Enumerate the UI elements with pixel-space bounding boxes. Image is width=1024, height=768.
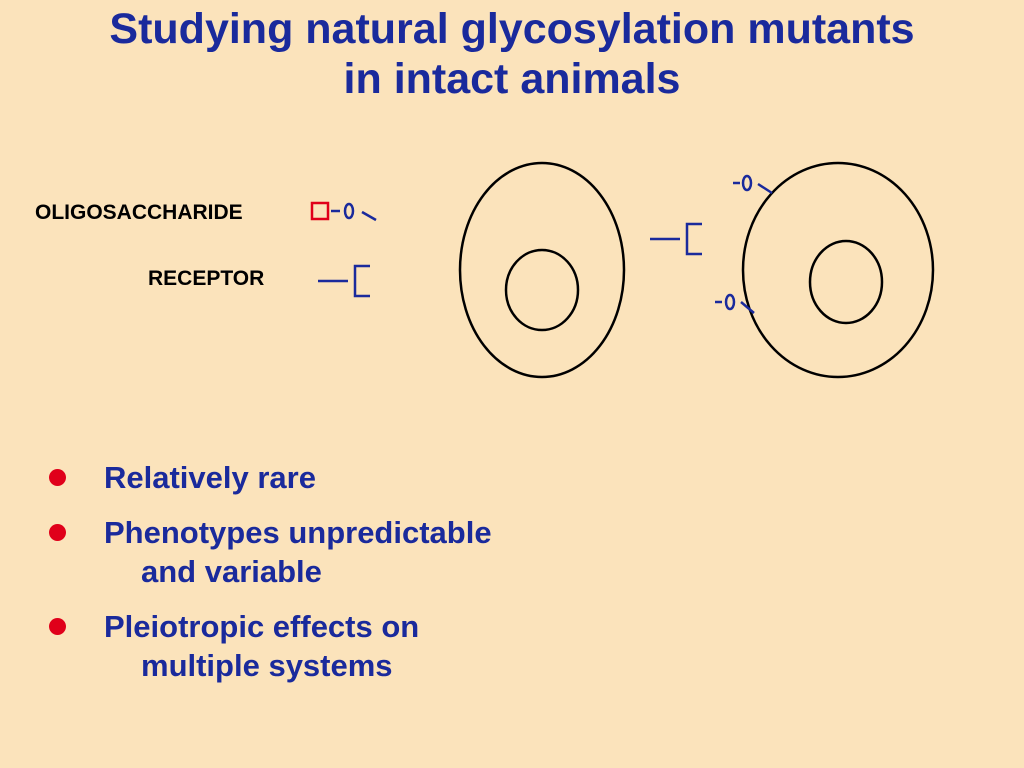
bullet-text-line-1: Pleiotropic effects on: [104, 609, 420, 644]
bullet-item: Pleiotropic effects on multiple systems: [44, 607, 492, 685]
receptor-label: RECEPTOR: [148, 267, 265, 290]
right-nucleus: [808, 239, 884, 325]
left-cell: [458, 161, 702, 379]
bullet-item: Relatively rare: [44, 458, 492, 497]
bullet-text-line-1: Relatively rare: [104, 460, 316, 495]
oligosaccharide-legend-glyph: [310, 201, 377, 222]
bullet-dot-icon: [49, 524, 66, 541]
receptor-glyph: [650, 222, 702, 256]
bullet-dot-icon: [49, 618, 66, 635]
bullet-text-line-2: multiple systems: [141, 648, 393, 683]
bullet-list: Relatively rare Phenotypes unpredictable…: [44, 458, 492, 701]
receptor-legend-glyph: [318, 264, 370, 298]
bullet-text-line-1: Phenotypes unpredictable: [104, 515, 492, 550]
oligosaccharide-square-icon: [310, 201, 330, 221]
bullet-text-line-2: and variable: [141, 554, 322, 589]
oligosaccharide-label: OLIGOSACCHARIDE: [35, 201, 243, 224]
right-cell: [715, 161, 935, 379]
oligosaccharide-glyph: [733, 174, 773, 195]
title-line-2: in intact animals: [343, 55, 681, 103]
bullet-item: Phenotypes unpredictable and variable: [44, 513, 492, 591]
bullet-dot-icon: [49, 469, 66, 486]
title-line-1: Studying natural glycosylation mutants: [109, 5, 915, 53]
left-nucleus: [504, 248, 580, 332]
page-title: Studying natural glycosylation mutants i…: [0, 4, 1024, 104]
oligosaccharide-glyph: [715, 293, 755, 314]
